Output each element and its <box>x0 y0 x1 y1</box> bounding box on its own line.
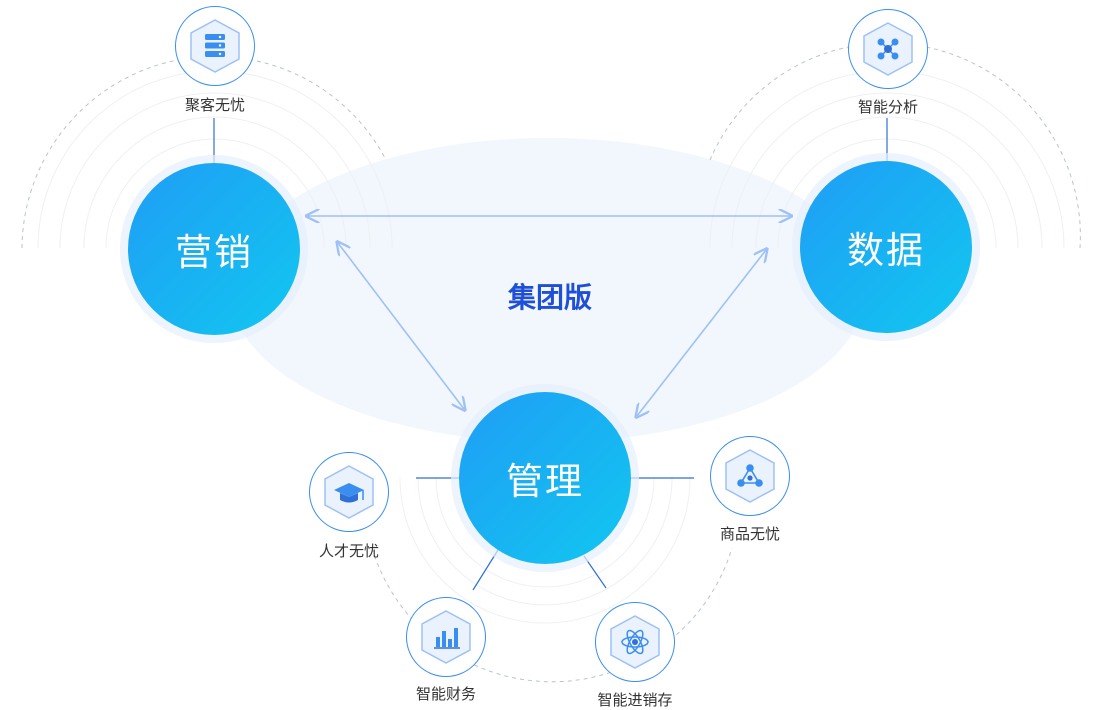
bar-chart-icon <box>421 610 471 664</box>
connector-inventory <box>583 555 607 589</box>
feature-finance-label: 智能财务 <box>415 685 476 703</box>
hub-management: 管理 <box>459 392 631 564</box>
network-nodes-icon <box>863 22 913 76</box>
management-arcs <box>371 477 733 683</box>
connector-finance <box>472 549 499 591</box>
hub-data-label: 数据 <box>847 229 925 272</box>
hub-data: 数据 <box>800 161 972 333</box>
connector-lines <box>213 118 888 591</box>
feature-customer-ring <box>175 6 255 86</box>
arrow-data-management <box>637 250 766 416</box>
hub-marketing-label: 营销 <box>175 231 253 274</box>
feature-finance-ring <box>406 597 486 677</box>
feature-talent-label: 人才无忧 <box>318 542 379 560</box>
feature-inventory-ring <box>595 602 675 682</box>
center-title: 集团版 <box>507 281 592 314</box>
feature-inventory-label: 智能进销存 <box>597 691 673 709</box>
feature-analysis-ring <box>848 9 928 89</box>
feature-talent-ring <box>309 452 389 532</box>
feature-goods-label: 商品无忧 <box>719 525 780 543</box>
hub-management-label: 管理 <box>506 460 584 503</box>
feature-analysis-label: 智能分析 <box>857 98 918 116</box>
arrow-marketing-management <box>338 243 464 409</box>
feature-customer-label: 聚客无忧 <box>184 96 245 114</box>
atom-icon <box>610 615 660 669</box>
hub-arrows <box>308 216 790 416</box>
graduation-cap-icon <box>324 465 374 519</box>
server-icon <box>190 19 240 73</box>
molecule-triangle-icon <box>725 449 775 503</box>
feature-goods-ring <box>710 436 790 516</box>
hub-marketing: 营销 <box>128 163 300 335</box>
